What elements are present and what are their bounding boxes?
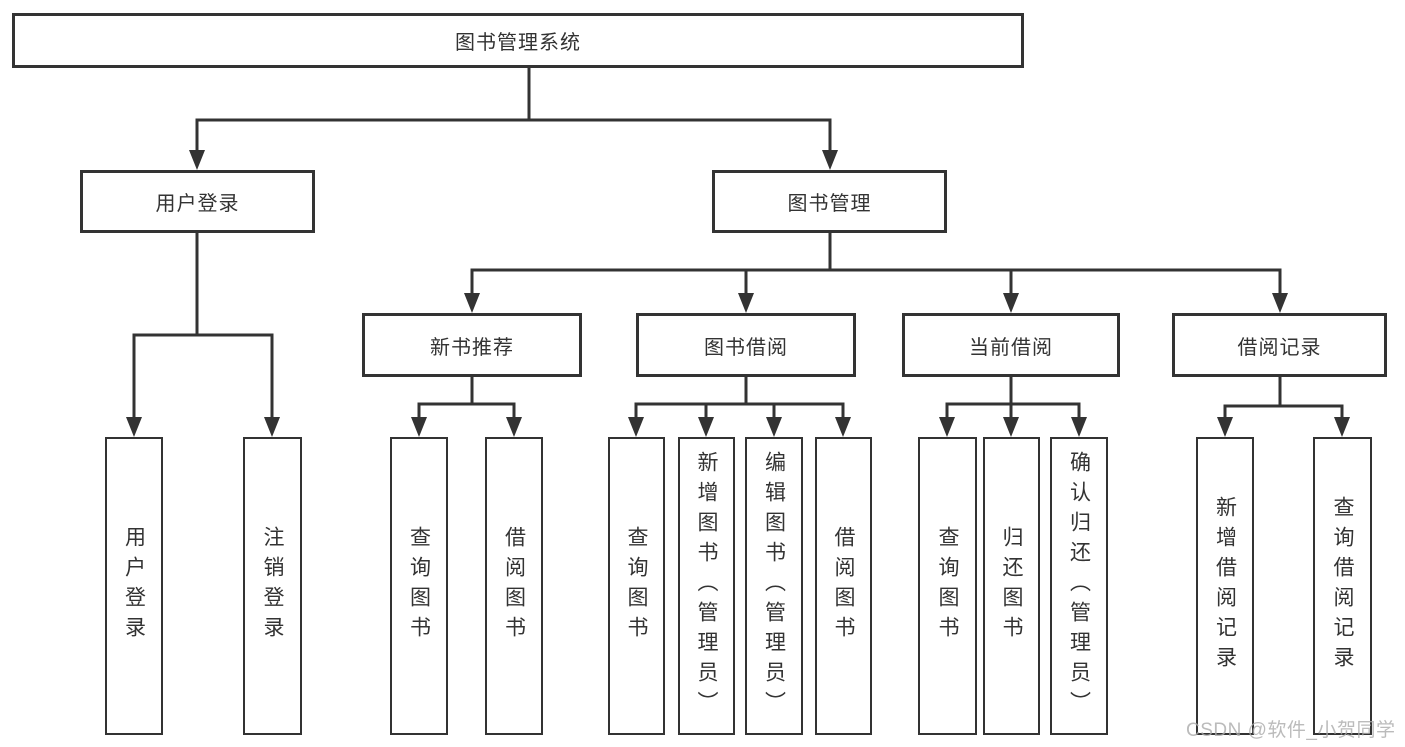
node-root-system: 图书管理系统 (12, 13, 1024, 68)
leaf-query-borrow-record: 查询借阅记录 (1313, 437, 1372, 735)
arrowhead-icons (126, 150, 1350, 437)
leaf-recommend-borrow-books: 借阅图书 (485, 437, 543, 735)
leaf-logout: 注销登录 (243, 437, 302, 735)
node-user-login: 用户登录 (80, 170, 315, 233)
node-book-management: 图书管理 (712, 170, 947, 233)
leaf-return-book: 归还图书 (983, 437, 1040, 735)
leaf-recommend-query-books: 查询图书 (390, 437, 448, 735)
leaf-current-query-books: 查询图书 (918, 437, 977, 735)
node-current-borrow: 当前借阅 (902, 313, 1120, 377)
node-borrow-records: 借阅记录 (1172, 313, 1387, 377)
leaf-edit-book-admin: 编辑图书（管理员） (745, 437, 803, 735)
leaf-add-book-admin: 新增图书（管理员） (678, 437, 735, 735)
leaf-confirm-return-admin: 确认归还（管理员） (1050, 437, 1108, 735)
node-new-book-recommend: 新书推荐 (362, 313, 582, 377)
node-book-borrow: 图书借阅 (636, 313, 856, 377)
watermark: CSDN @软件_小贺同学 (1186, 720, 1396, 741)
leaf-user-login: 用户登录 (105, 437, 163, 735)
leaf-borrow-books: 借阅图书 (815, 437, 872, 735)
leaf-add-borrow-record: 新增借阅记录 (1196, 437, 1254, 735)
leaf-borrow-query-books: 查询图书 (608, 437, 665, 735)
